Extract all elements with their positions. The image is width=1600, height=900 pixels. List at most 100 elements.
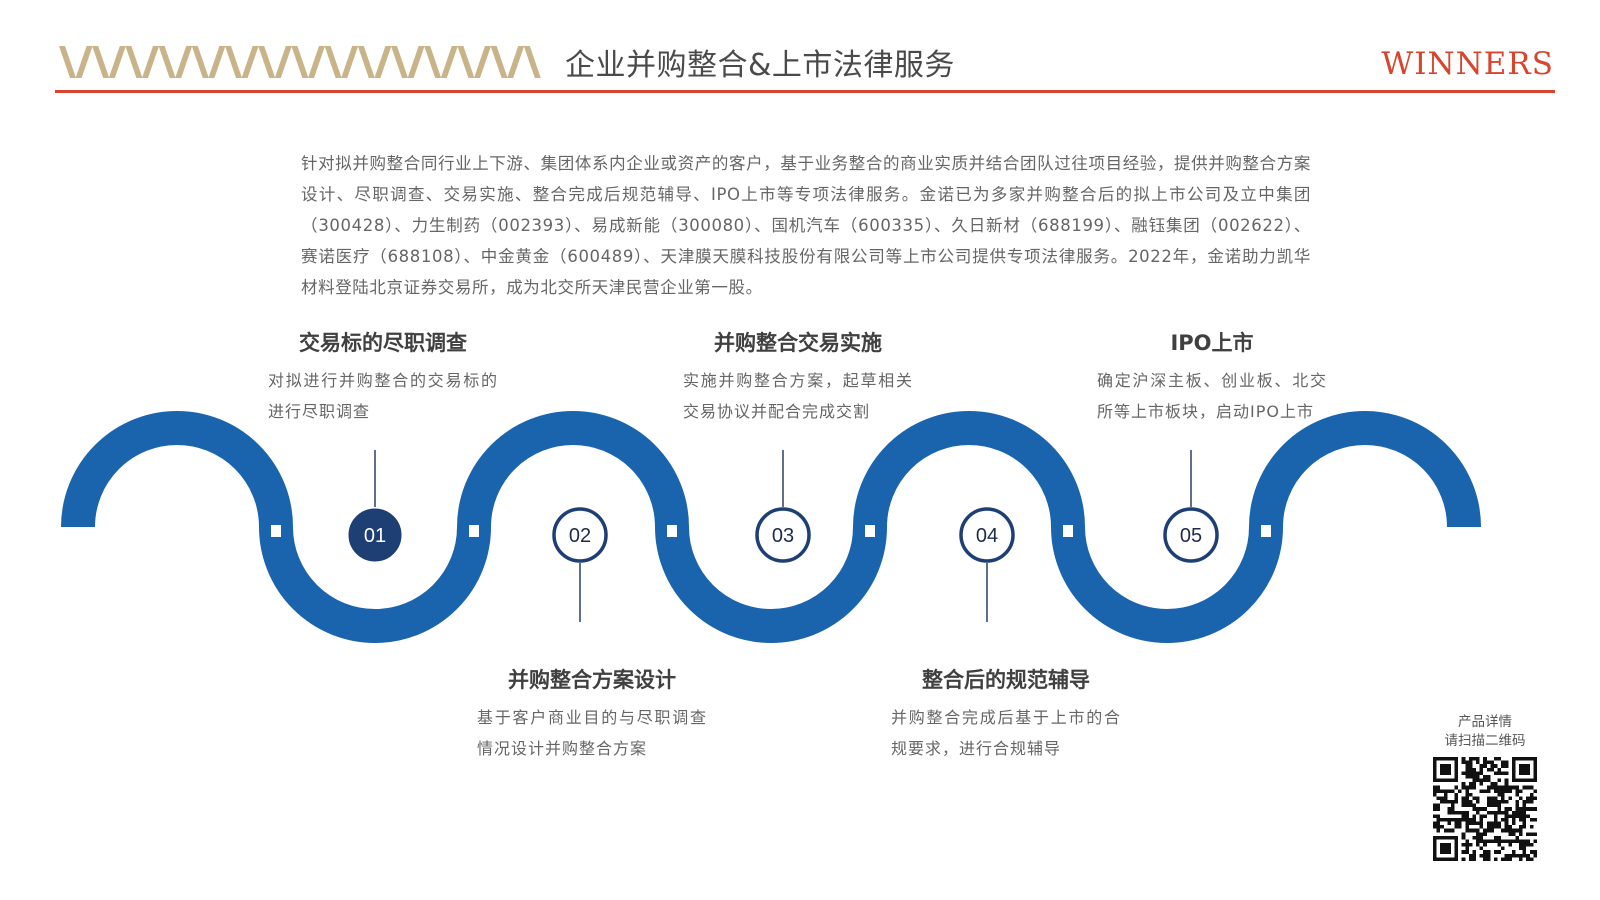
qr-module — [1433, 785, 1437, 790]
qr-module — [1436, 807, 1441, 811]
qr-module — [1483, 832, 1487, 836]
qr-module — [1519, 814, 1523, 818]
qr-module — [1522, 825, 1527, 829]
qr-module — [1458, 810, 1462, 815]
qr-module — [1533, 853, 1537, 858]
qr-module — [1533, 789, 1537, 793]
qr-module — [1483, 857, 1487, 861]
step-number: 05 — [1180, 525, 1202, 547]
wave-gap — [271, 525, 281, 537]
qr-module — [1465, 825, 1469, 829]
qr-module — [1497, 807, 1502, 811]
qr-module — [1508, 853, 1512, 858]
qr-module — [1486, 828, 1491, 833]
qr-module — [1497, 821, 1502, 826]
qr-caption: 产品详情 请扫描二维码 — [1430, 713, 1540, 751]
qr-module — [1529, 807, 1534, 811]
qr-module — [1515, 800, 1520, 804]
stripe-mark — [407, 46, 425, 78]
qr-module — [1486, 825, 1491, 829]
qr-module — [1519, 857, 1523, 861]
qr-module — [1508, 825, 1512, 829]
qr-module — [1465, 850, 1469, 854]
qr-module — [1522, 817, 1527, 822]
qr-module — [1450, 807, 1455, 811]
step-block-03: 并购整合交易实施 实施并购整合方案，起草相关交易协议并配合完成交割 — [658, 327, 938, 427]
qr-module — [1493, 800, 1498, 804]
qr-module — [1508, 785, 1512, 790]
qr-module — [1504, 810, 1509, 815]
qr-module — [1486, 857, 1491, 861]
qr-module — [1468, 771, 1473, 775]
qr-module — [1461, 803, 1466, 808]
qr-module — [1497, 843, 1502, 847]
qr-module — [1486, 853, 1491, 858]
qr-module — [1476, 821, 1480, 826]
qr-module — [1511, 832, 1516, 836]
qr-module — [1511, 839, 1516, 844]
qr-module — [1519, 832, 1523, 836]
qr-module — [1522, 821, 1527, 826]
qr-module — [1504, 853, 1509, 858]
qr-module — [1483, 774, 1487, 779]
header-divider — [55, 90, 1555, 93]
qr-module — [1490, 760, 1494, 765]
qr-module — [1501, 764, 1505, 768]
qr-module — [1483, 764, 1487, 768]
qr-module — [1501, 789, 1505, 793]
qr-module — [1458, 817, 1462, 822]
qr-module — [1436, 821, 1441, 826]
qr-finder-pattern — [1440, 843, 1451, 854]
qr-module — [1501, 771, 1505, 775]
qr-module — [1490, 828, 1494, 833]
qr-module — [1454, 796, 1459, 801]
qr-module — [1472, 857, 1477, 861]
qr-module — [1490, 800, 1494, 804]
qr-module — [1501, 828, 1505, 833]
qr-module — [1497, 789, 1502, 793]
qr-module — [1504, 800, 1509, 804]
qr-module — [1511, 821, 1516, 826]
qr-module — [1468, 760, 1473, 765]
qr-finder-pattern — [1440, 764, 1451, 775]
qr-module — [1465, 774, 1469, 779]
qr-module — [1508, 814, 1512, 818]
qr-module — [1450, 817, 1455, 822]
qr-code-image[interactable] — [1433, 757, 1537, 861]
qr-module — [1493, 764, 1498, 768]
qr-module — [1479, 846, 1484, 851]
qr-module — [1476, 796, 1480, 801]
qr-module — [1465, 846, 1469, 851]
qr-module — [1504, 807, 1509, 811]
qr-module — [1483, 828, 1487, 833]
qr-module — [1450, 828, 1455, 833]
step-node-circle — [1163, 507, 1219, 563]
qr-module — [1461, 817, 1466, 822]
qr-module — [1468, 853, 1473, 858]
qr-module — [1522, 843, 1527, 847]
qr-module — [1465, 792, 1469, 797]
qr-module — [1433, 825, 1437, 829]
qr-module — [1465, 785, 1469, 790]
qr-module — [1440, 796, 1444, 801]
qr-module — [1472, 850, 1477, 854]
qr-module — [1504, 828, 1509, 833]
qr-module — [1436, 803, 1441, 808]
step-number: 04 — [976, 525, 998, 547]
qr-module — [1486, 789, 1491, 793]
qr-module — [1465, 839, 1469, 844]
qr-module — [1526, 796, 1530, 801]
stripe-mark — [490, 46, 508, 78]
qr-module — [1504, 789, 1509, 793]
qr-module — [1497, 850, 1502, 854]
qr-module — [1490, 782, 1494, 786]
qr-module — [1472, 807, 1477, 811]
qr-module — [1519, 839, 1523, 844]
qr-module — [1476, 771, 1480, 775]
qr-module — [1443, 796, 1448, 801]
stripe-mark — [341, 46, 359, 78]
stripe-mark — [92, 46, 110, 78]
qr-module — [1447, 817, 1451, 822]
qr-module — [1493, 839, 1498, 844]
stripe-mark — [191, 46, 209, 78]
